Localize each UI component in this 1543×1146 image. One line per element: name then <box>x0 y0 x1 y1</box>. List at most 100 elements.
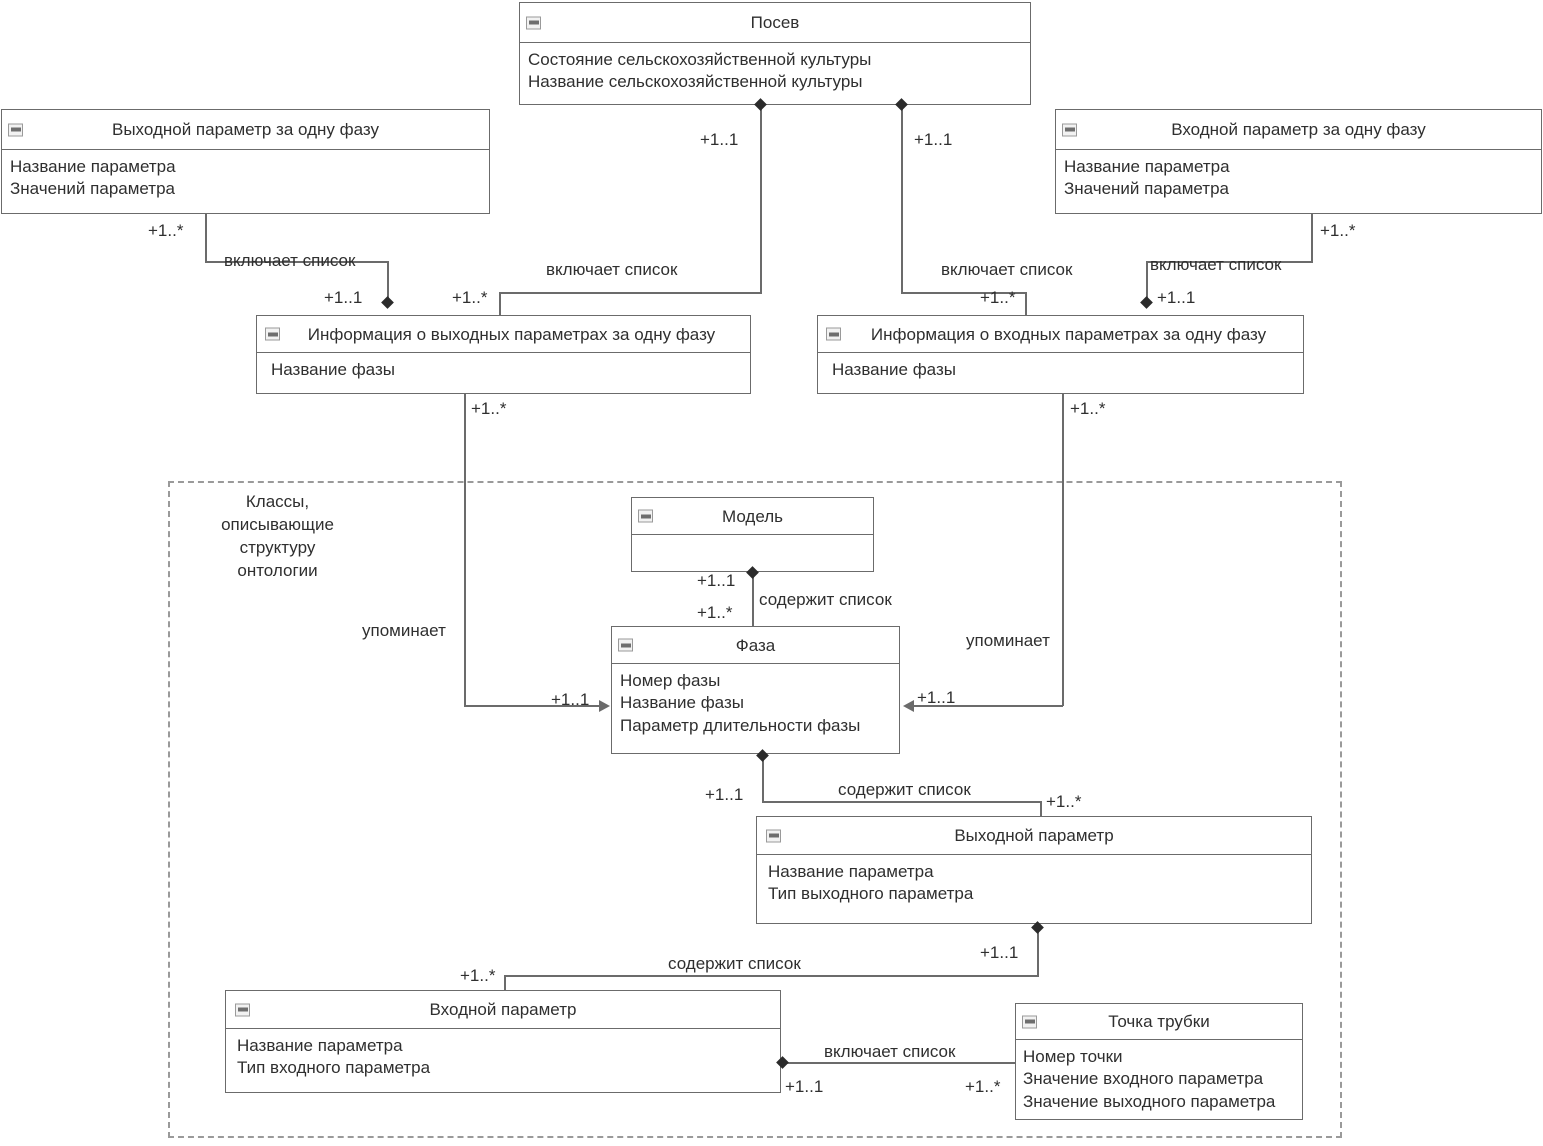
assoc-a5-mult-to: +1..1 <box>551 690 590 709</box>
assoc-a2-label: включает список <box>941 260 1073 279</box>
assoc-a6-mult-from: +1..* <box>1070 399 1106 418</box>
class-attribute: Название фазы <box>620 693 744 713</box>
class-icon <box>526 16 541 29</box>
class-header-input-params-info: Информация о входных параметрах за одну … <box>818 316 1303 353</box>
class-attribute: Состояние сельскохозяйственной культуры <box>528 50 872 69</box>
assoc-a7-label: содержит список <box>759 590 892 609</box>
class-attribute: Номер фазы <box>620 671 721 690</box>
class-attributes-input-param-one-phase: Название параметра Значений параметра <box>1056 150 1541 207</box>
class-attributes-input-params-info: Название фазы <box>818 353 1303 387</box>
class-attribute: Название параметра <box>768 862 934 881</box>
assoc-a3-segment-vertical-1 <box>205 214 207 262</box>
class-attribute: Номер точки <box>1023 1047 1123 1066</box>
assoc-a3-segment-vertical-2 <box>387 261 389 305</box>
class-attribute: Название параметра <box>1064 157 1230 176</box>
ontology-group-caption: Классы, описывающие структуру онтологии <box>185 491 370 583</box>
assoc-a5-segment-vertical <box>464 393 466 706</box>
class-attribute: Название фазы <box>271 360 395 379</box>
class-box-output-params-info[interactable]: Информация о выходных параметрах за одну… <box>256 315 751 394</box>
group-caption-line-2: описывающие <box>221 514 334 534</box>
assoc-a4-composition-diamond <box>1140 296 1153 309</box>
assoc-a3-label: включает список <box>224 251 356 270</box>
assoc-a4-mult-to: +1..1 <box>1157 288 1196 307</box>
class-header-output-params-info: Информация о выходных параметрах за одну… <box>257 316 750 353</box>
assoc-a2-mult-to: +1..* <box>980 288 1016 307</box>
assoc-a2-segment-vertical-2 <box>1025 292 1027 317</box>
assoc-a4-segment-horizontal <box>1146 261 1313 263</box>
assoc-a3-mult-from: +1..* <box>148 221 184 240</box>
assoc-a8-mult-from: +1..1 <box>705 785 744 804</box>
assoc-a5-arrowhead <box>599 700 610 712</box>
assoc-a6-label: упоминает <box>966 631 1050 650</box>
assoc-a8-mult-to: +1..* <box>1046 792 1082 811</box>
assoc-a3-segment-horizontal <box>205 261 388 263</box>
assoc-a6-segment-horizontal <box>913 705 1063 707</box>
class-name-input-param-one-phase: Входной параметр за одну фазу <box>1171 120 1426 139</box>
class-name-model: Модель <box>721 506 784 526</box>
class-box-model[interactable]: Модель <box>631 497 874 572</box>
assoc-a5-segment-horizontal <box>464 705 602 707</box>
class-header-model: Модель <box>632 498 873 535</box>
class-icon <box>826 327 841 341</box>
assoc-a10-label: включает список <box>824 1042 956 1061</box>
class-header-phase: Фаза <box>612 627 899 664</box>
class-header-output-param: Выходной параметр <box>757 817 1311 855</box>
class-attributes-tube-point: Номер точки Значение входного параметра … <box>1016 1040 1302 1119</box>
assoc-a8-segment-vertical-2 <box>1040 801 1042 817</box>
group-caption-line-3: структуру <box>239 537 316 557</box>
assoc-a8-segment-vertical-1 <box>762 755 764 802</box>
class-icon <box>265 327 280 341</box>
class-attribute: Значение входного параметра <box>1023 1069 1264 1089</box>
assoc-a4-segment-vertical-1 <box>1311 214 1313 262</box>
class-box-posev[interactable]: Посев Состояние сельскохозяйственной кул… <box>519 2 1031 105</box>
class-box-output-param-one-phase[interactable]: Выходной параметр за одну фазу Название … <box>1 109 490 214</box>
class-name-tube-point: Точка трубки <box>1108 1012 1210 1031</box>
class-box-tube-point[interactable]: Точка трубки Номер точки Значение входно… <box>1015 1003 1303 1120</box>
class-box-phase[interactable]: Фаза Номер фазы Название фазы Параметр д… <box>611 626 900 754</box>
assoc-a9-segment-horizontal <box>504 975 1039 977</box>
class-icon <box>766 829 781 842</box>
class-name-input-params-info: Информация о входных параметрах за одну … <box>870 324 1267 344</box>
class-attribute: Название параметра <box>237 1036 403 1055</box>
assoc-a4-segment-vertical-2 <box>1146 261 1148 305</box>
class-box-input-param[interactable]: Входной параметр Название параметра Тип … <box>225 990 781 1093</box>
assoc-a5-label: упоминает <box>362 621 446 640</box>
assoc-a10-segment-horizontal <box>782 1062 1017 1064</box>
class-box-output-param[interactable]: Выходной параметр Название параметра Тип… <box>756 816 1312 924</box>
class-icon <box>235 1003 250 1016</box>
assoc-a2-mult-from: +1..1 <box>914 130 953 149</box>
class-attributes-output-params-info: Название фазы <box>257 353 750 387</box>
class-icon <box>618 638 633 652</box>
assoc-a9-segment-vertical-1 <box>1037 925 1039 977</box>
ontology-group-frame <box>168 481 1342 1138</box>
class-box-input-param-one-phase[interactable]: Входной параметр за одну фазу Название п… <box>1055 109 1542 214</box>
class-attribute: Тип выходного параметра <box>768 884 974 904</box>
assoc-a6-mult-to: +1..1 <box>917 688 956 707</box>
assoc-a1-segment-vertical-2 <box>499 292 501 317</box>
assoc-a9-segment-vertical-2 <box>504 975 506 991</box>
class-attribute: Тип входного параметра <box>237 1058 431 1078</box>
class-attributes-model <box>632 535 873 547</box>
assoc-a1-mult-to: +1..* <box>452 288 488 307</box>
class-attributes-output-param-one-phase: Название параметра Значений параметра <box>2 150 489 207</box>
assoc-a7-mult-from: +1..1 <box>697 571 736 590</box>
class-name-output-param: Выходной параметр <box>954 826 1114 845</box>
class-header-tube-point: Точка трубки <box>1016 1004 1302 1040</box>
assoc-a10-mult-to: +1..* <box>965 1077 1001 1096</box>
assoc-a2-segment-horizontal <box>901 292 1026 294</box>
class-header-output-param-one-phase: Выходной параметр за одну фазу <box>2 110 489 150</box>
class-name-input-param: Входной параметр <box>429 1000 577 1019</box>
assoc-a10-mult-from: +1..1 <box>785 1077 824 1096</box>
class-attribute: Значений параметра <box>10 179 175 199</box>
assoc-a1-label: включает список <box>546 260 678 279</box>
assoc-a2-segment-vertical-1 <box>901 104 903 294</box>
class-attribute: Значение выходного параметра <box>1023 1091 1276 1111</box>
assoc-a3-composition-diamond <box>381 296 394 309</box>
assoc-a8-label: содержит список <box>838 780 971 799</box>
class-attribute: Параметр длительности фазы <box>620 715 861 735</box>
class-box-input-params-info[interactable]: Информация о входных параметрах за одну … <box>817 315 1304 394</box>
class-name-phase: Фаза <box>735 635 776 655</box>
assoc-a7-mult-to: +1..* <box>697 603 733 622</box>
class-attribute: Название фазы <box>832 360 956 379</box>
